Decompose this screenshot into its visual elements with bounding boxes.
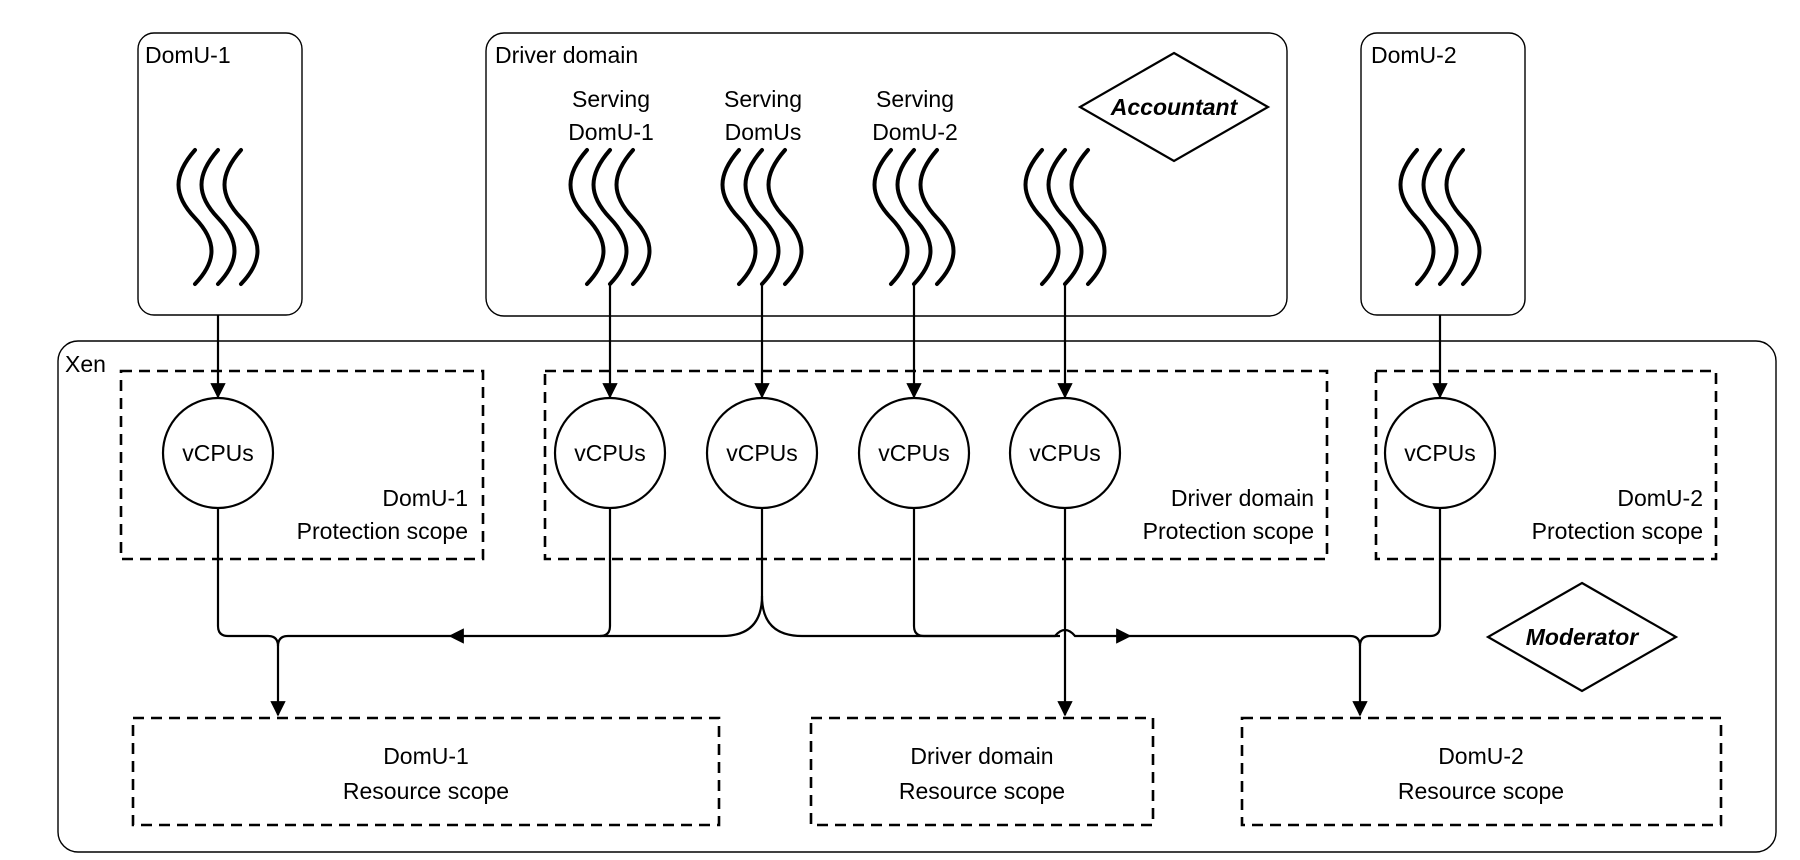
- serving-domu2-vcpus-node: vCPUs: [857, 396, 971, 510]
- driver-threads-serving-domu2-icon: [872, 148, 956, 286]
- domu1-resource-scope-line1: DomU-1: [383, 743, 469, 769]
- driver-protection-scope-line1: Driver domain: [1171, 485, 1314, 511]
- serving-domu1-vcpus-node: vCPUs: [553, 396, 667, 510]
- domu1-threads-icon: [176, 148, 260, 286]
- driver-domain-title: Driver domain: [495, 42, 638, 68]
- domu2-vcpus-node: vCPUs: [1383, 396, 1497, 510]
- domu2-resource-scope-line2: Resource scope: [1398, 778, 1564, 804]
- moderator-label: Moderator: [1526, 624, 1640, 650]
- domu2-title: DomU-2: [1371, 42, 1457, 68]
- thread-label-serving-domu1-line2: DomU-1: [568, 119, 654, 145]
- vcpu-label: vCPUs: [574, 440, 646, 466]
- accountant-diamond: Accountant: [1077, 51, 1271, 163]
- domu1-protection-scope: DomU-1 Protection scope: [119, 369, 485, 561]
- domu1-protection-scope-line1: DomU-1: [382, 485, 468, 511]
- thread-label-serving-domu1-line1: Serving: [572, 86, 650, 112]
- moderator-diamond: Moderator: [1485, 581, 1679, 693]
- thread-label-serving-domu2-line2: DomU-2: [872, 119, 958, 145]
- vcpu-label: vCPUs: [726, 440, 798, 466]
- domu2-protection-scope: DomU-2 Protection scope: [1374, 369, 1718, 561]
- domu2-vcpu-wire: [1358, 508, 1442, 647]
- driver-domain-box: Driver domain Serving DomU-1 Serving Dom…: [485, 32, 1288, 317]
- driver-other-vcpus-node: vCPUs: [1008, 396, 1122, 510]
- driver-resource-scope-line1: Driver domain: [910, 743, 1053, 769]
- thread-label-serving-domu2-line1: Serving: [876, 86, 954, 112]
- serving-domu2-vcpu-wire: [912, 508, 1132, 644]
- driver-threads-serving-domu1-icon: [568, 148, 652, 286]
- thread-label-serving-domus-line2: DomUs: [725, 119, 802, 145]
- xen-title: Xen: [65, 351, 106, 377]
- domu2-resource-scope: DomU-2 Resource scope: [1240, 716, 1723, 827]
- domu1-resource-scope-line2: Resource scope: [343, 778, 509, 804]
- domu2-threads-icon: [1398, 148, 1482, 286]
- serving-domu1-bus: [276, 634, 450, 647]
- domu1-title: DomU-1: [145, 42, 231, 68]
- domu1-resource-scope: DomU-1 Resource scope: [131, 716, 721, 827]
- vcpu-label: vCPUs: [878, 440, 950, 466]
- domu2-bus: [1130, 634, 1368, 717]
- driver-resource-scope-line2: Resource scope: [899, 778, 1065, 804]
- vcpu-label: vCPUs: [182, 440, 254, 466]
- domu1-vcpu-wire: [216, 508, 286, 717]
- thread-to-vcpu-arrows: [210, 285, 1448, 399]
- domu2-protection-scope-line1: DomU-2: [1617, 485, 1703, 511]
- domu2-domain-box: DomU-2: [1360, 32, 1526, 316]
- driver-threads-other-icon: [1023, 148, 1107, 286]
- vcpu-nodes: vCPUs vCPUs vCPUs vCPUs vCPUs vCPUs: [161, 396, 1497, 510]
- driver-threads-serving-domus-icon: [720, 148, 804, 286]
- xen-box: Xen: [57, 340, 1777, 853]
- domu2-protection-scope-line2: Protection scope: [1532, 518, 1703, 544]
- domu1-protection-scope-line2: Protection scope: [297, 518, 468, 544]
- domu1-vcpus-node: vCPUs: [161, 396, 275, 510]
- driver-domain-resource-scope: Driver domain Resource scope: [809, 716, 1155, 827]
- driver-protection-scope-line2: Protection scope: [1143, 518, 1314, 544]
- serving-domu1-vcpu-wire: [448, 508, 612, 644]
- thread-label-serving-domus-line1: Serving: [724, 86, 802, 112]
- serving-domus-left-wire: [600, 508, 764, 638]
- driver-domain-protection-scope: Driver domain Protection scope: [543, 369, 1329, 561]
- domu2-resource-scope-line1: DomU-2: [1438, 743, 1524, 769]
- vcpu-to-resource-arrows: [216, 508, 1442, 717]
- accountant-label: Accountant: [1110, 94, 1239, 120]
- serving-domus-vcpus-node: vCPUs: [705, 396, 819, 510]
- vcpu-label: vCPUs: [1029, 440, 1101, 466]
- domu1-domain-box: DomU-1: [137, 32, 303, 316]
- serving-domus-right-wire: [760, 595, 1060, 638]
- vcpu-label: vCPUs: [1404, 440, 1476, 466]
